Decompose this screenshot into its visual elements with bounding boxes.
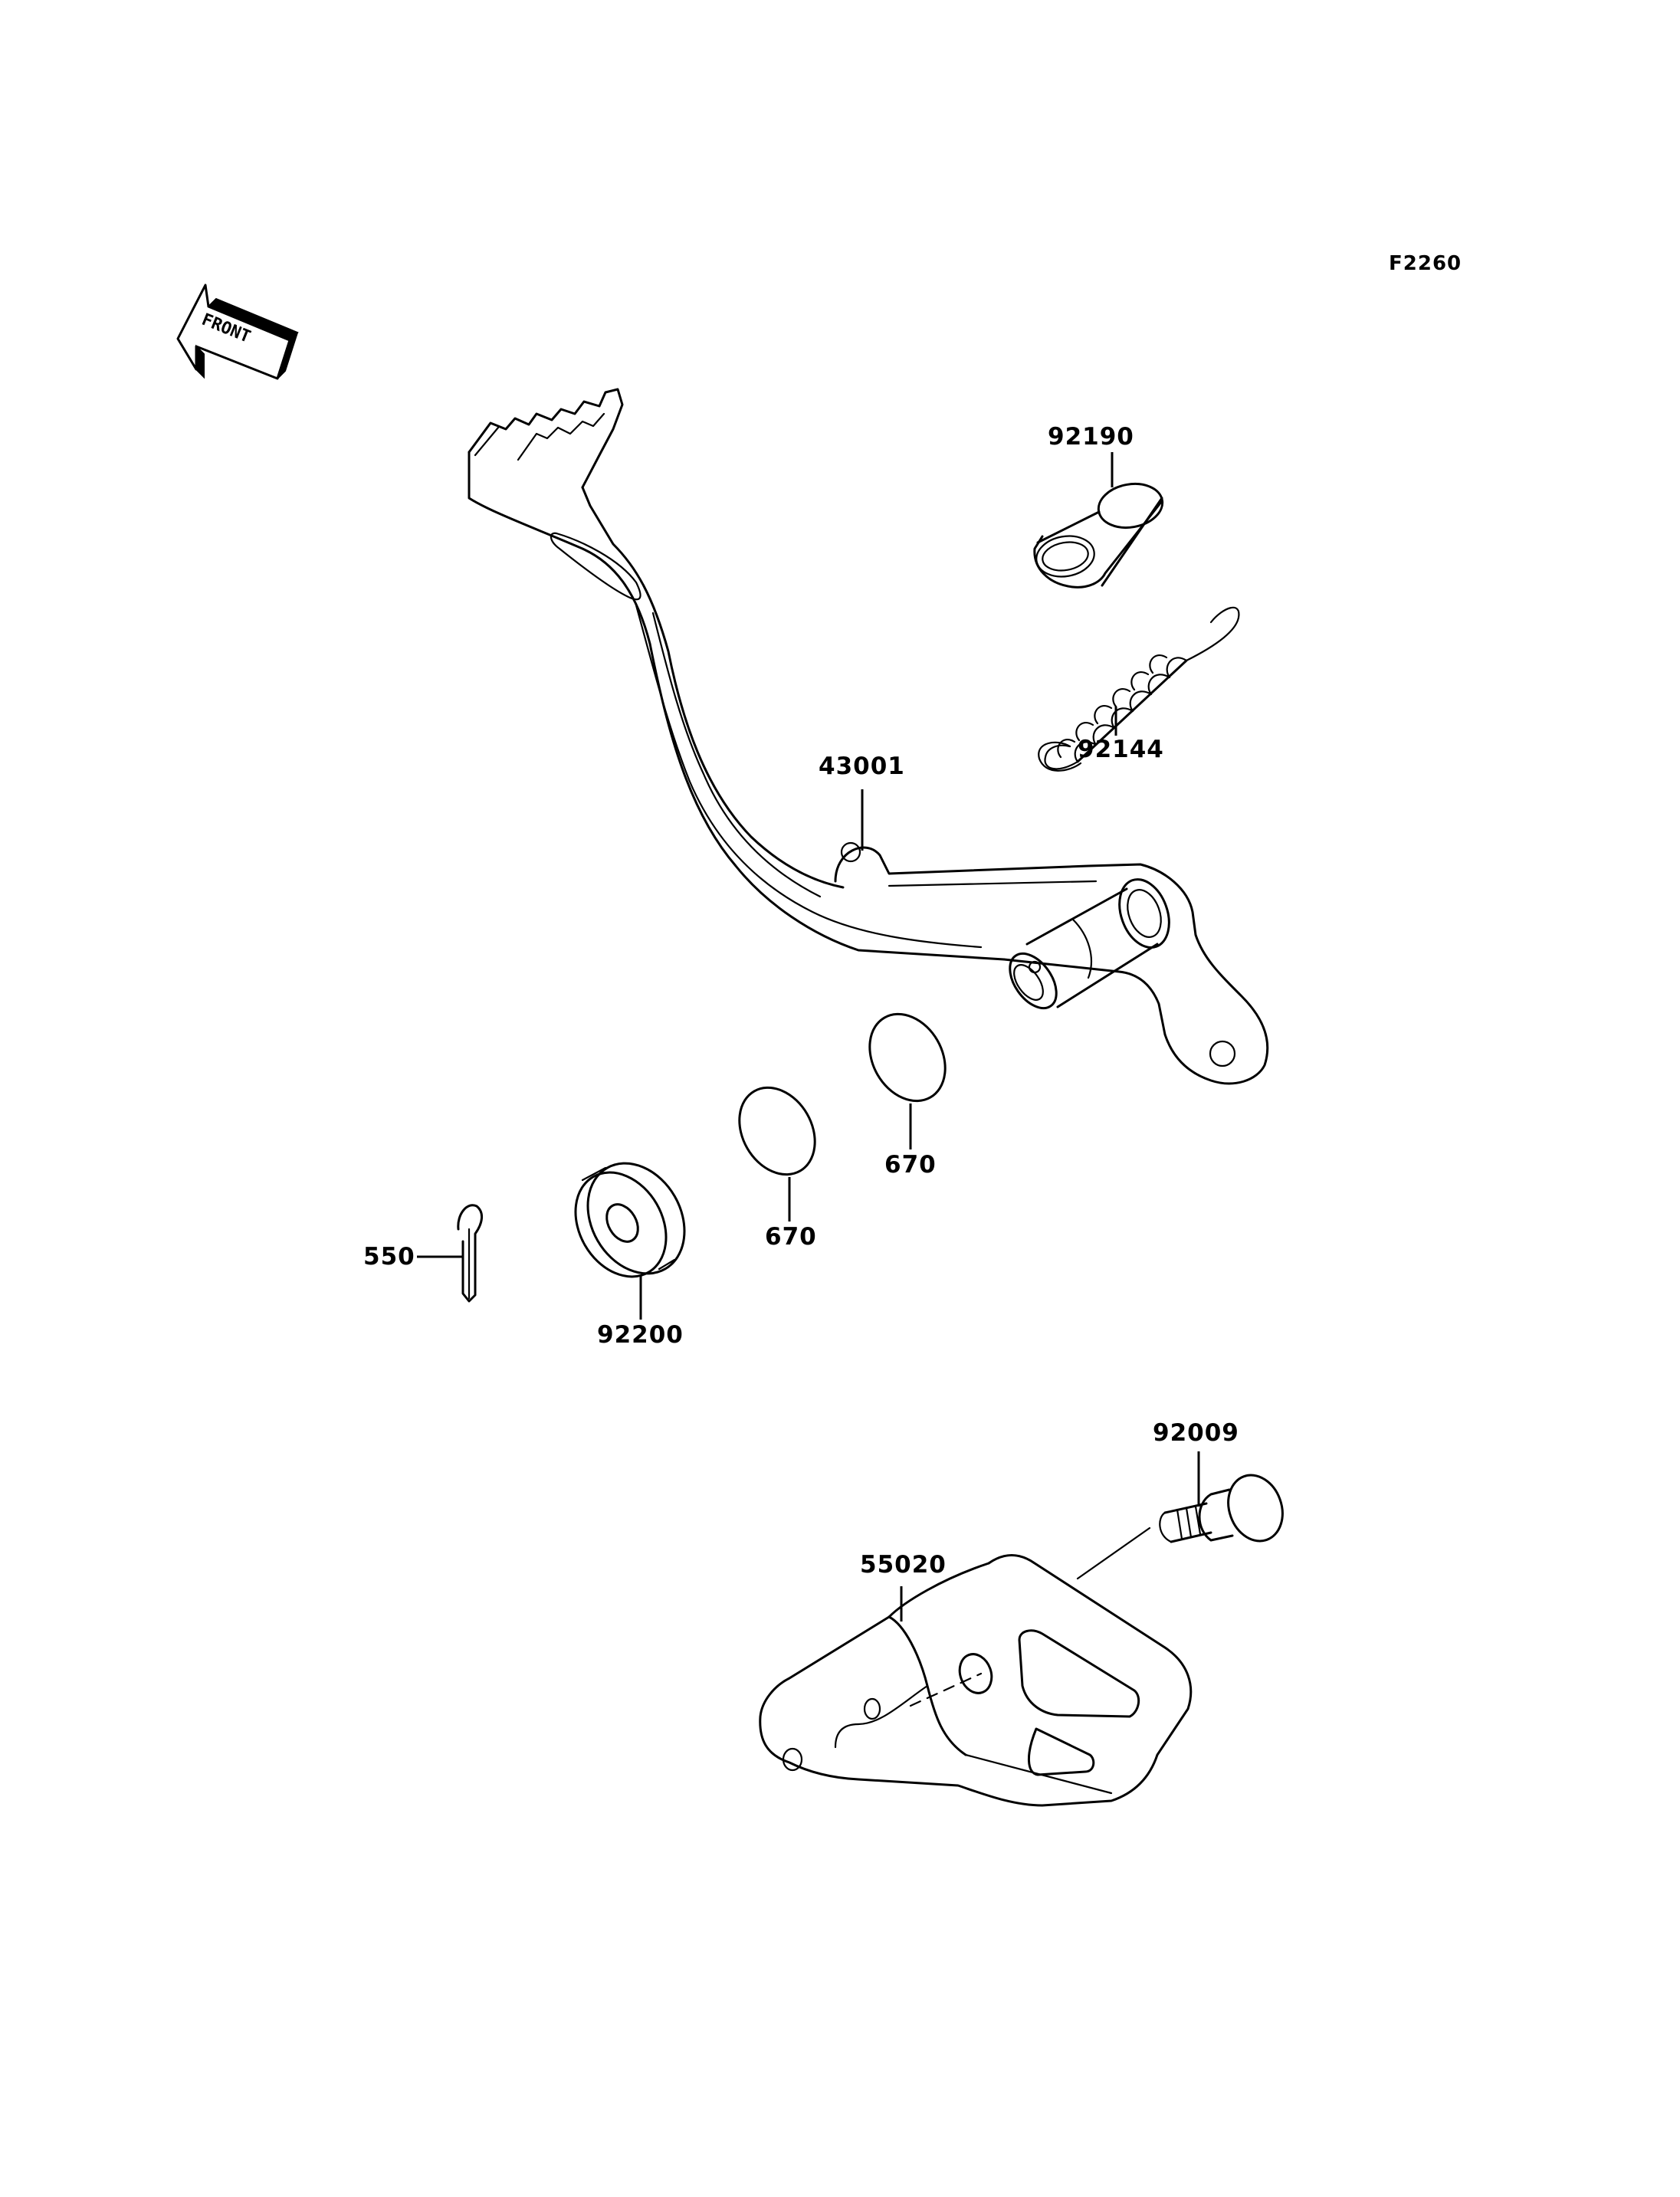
figure-code: F2260 [1389,252,1462,275]
callout-670-left: 670 [765,1223,817,1251]
callout-43001: 43001 [819,753,905,780]
callout-92144: 92144 [1078,736,1164,763]
callout-92190: 92190 [1048,423,1134,451]
guard-55020 [759,1554,1193,1807]
front-arrow-icon: FRONT [176,284,299,380]
bolt-92009 [1076,1474,1284,1580]
brake-pedal-43001 [468,388,1269,1085]
callout-92009: 92009 [1153,1419,1239,1447]
sleeve-92190 [1033,482,1164,589]
callout-92200: 92200 [597,1321,684,1349]
washer-92200 [574,1162,686,1278]
callout-55020: 55020 [860,1551,947,1579]
o-ring-670-left [738,1086,816,1176]
callout-670-right: 670 [884,1151,937,1179]
callout-550: 550 [363,1243,415,1271]
cotter-pin-550 [457,1204,483,1303]
spring-92144 [1038,606,1240,772]
o-ring-670-right [868,1012,947,1103]
